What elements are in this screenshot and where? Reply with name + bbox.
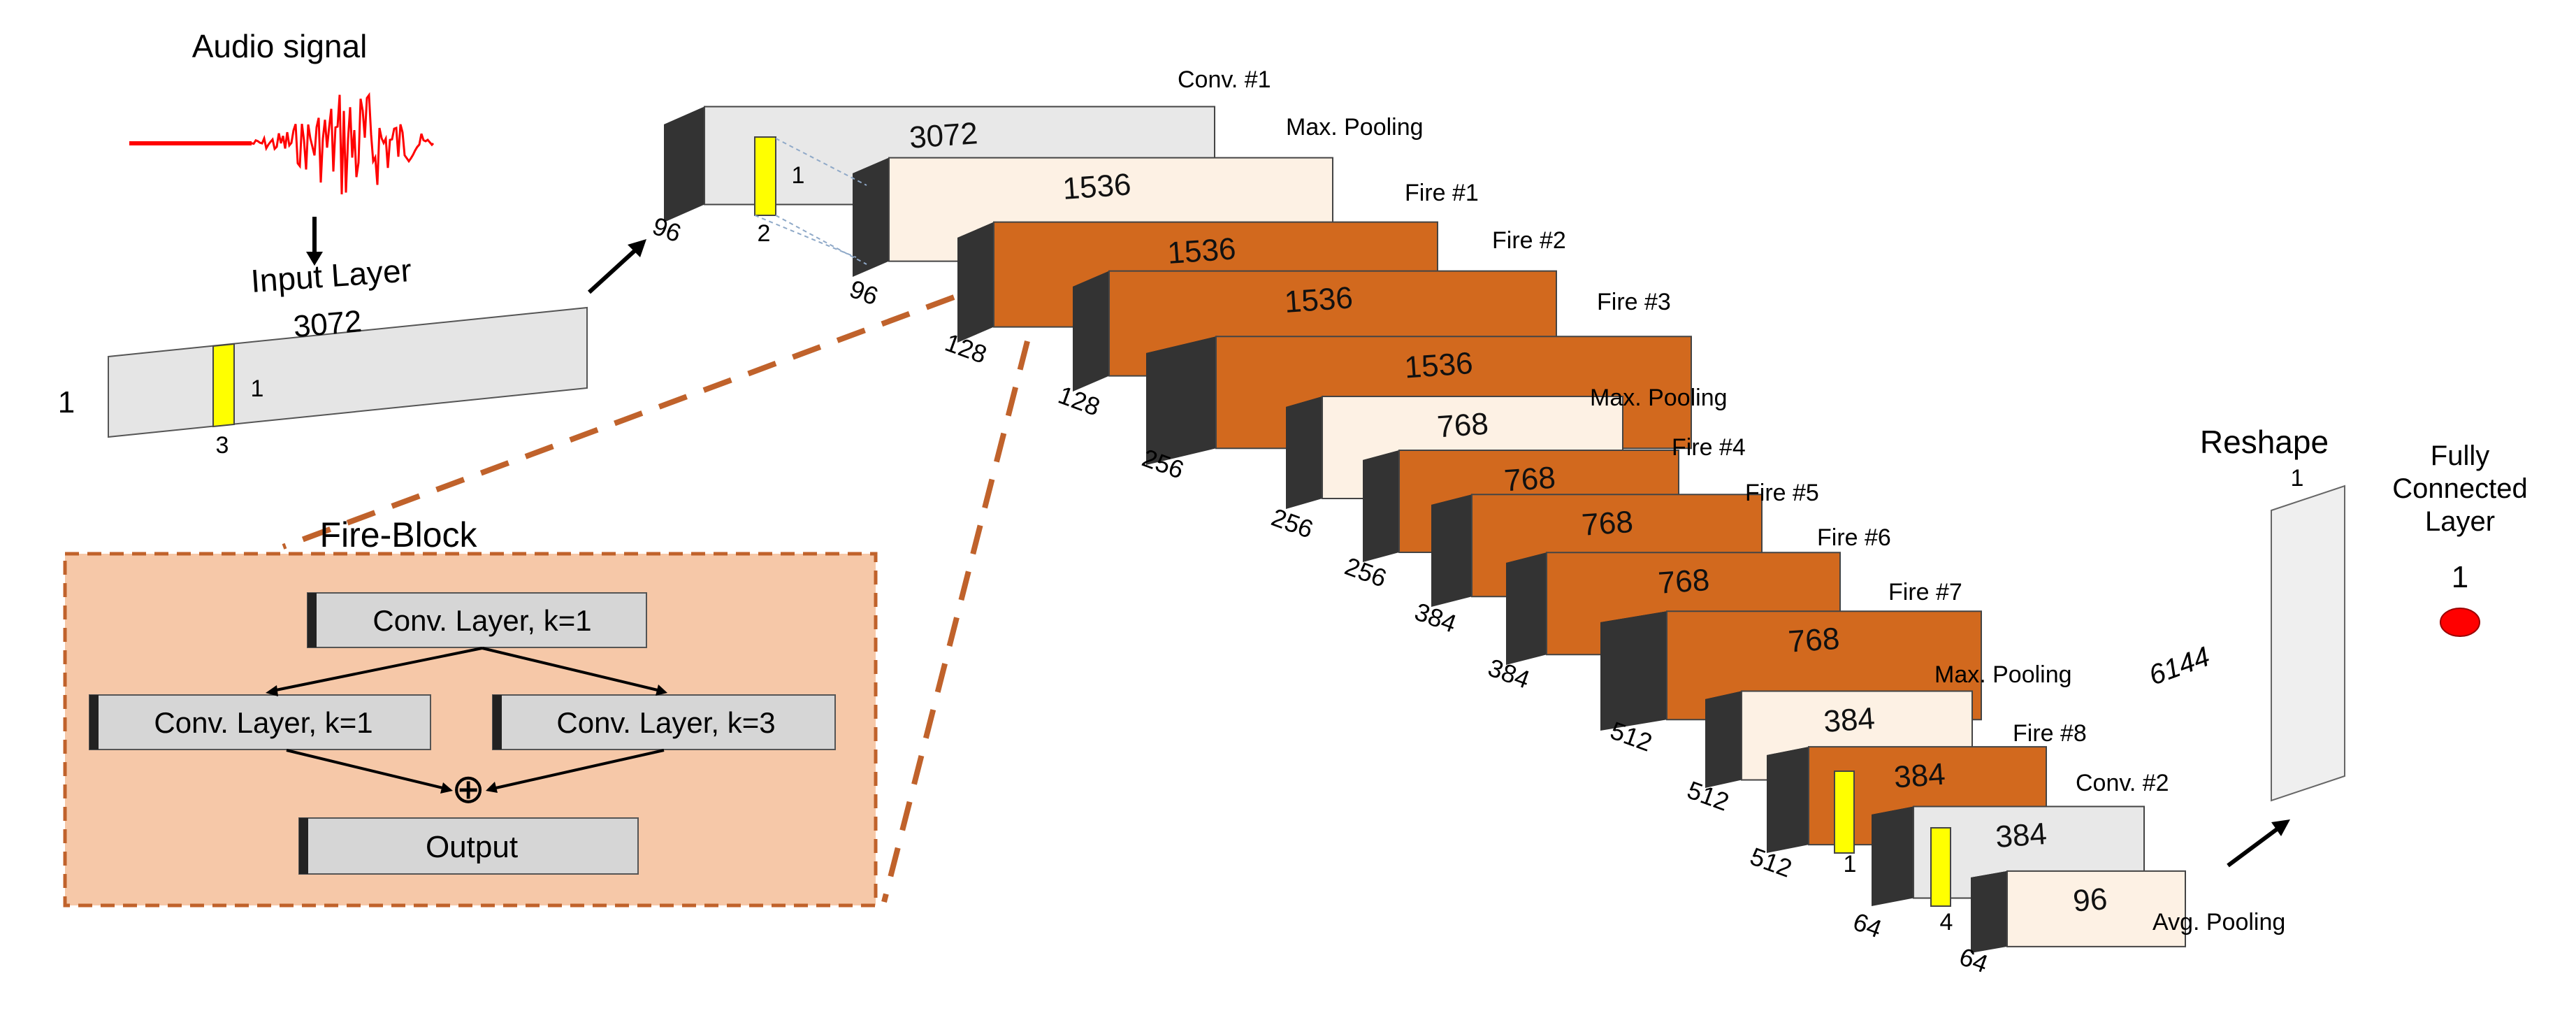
fire-block-title: Fire-Block	[319, 515, 477, 554]
layer-side-face	[1767, 747, 1809, 853]
layer-side-face	[1073, 271, 1109, 392]
layer-name-label: Fire #7	[1888, 579, 1962, 605]
audio-signal-label: Audio signal	[192, 28, 368, 64]
fc-label-line3: Layer	[2425, 506, 2495, 537]
layer-length-label: 768	[1436, 406, 1490, 444]
layer-side-face	[664, 106, 704, 222]
reshape-height-label: 6144	[2145, 641, 2214, 691]
input-layer: 3072 1 1 3	[58, 304, 588, 459]
layer-main-face	[2006, 870, 2186, 947]
layer-depth-label: 256	[1341, 552, 1390, 593]
fire-block: Fire-Block Conv. Layer, k=1 Conv. Layer,…	[63, 515, 878, 908]
conv1-kernel: 1 2	[754, 136, 867, 265]
layer-length-label: 768	[1503, 461, 1557, 499]
layer-length-label: 384	[1893, 757, 1946, 795]
arrow-down-icon	[306, 217, 323, 266]
layer-depth-label: 128	[941, 328, 990, 369]
layer-side-face	[853, 157, 889, 277]
layer-depth-label: 128	[1055, 380, 1104, 422]
arrow-to-reshape-icon	[2227, 819, 2290, 868]
fire8-kernel: 1	[1834, 770, 1857, 877]
layer-name-label: Fire #2	[1492, 227, 1566, 254]
layer-name-label: Fire #1	[1405, 180, 1479, 206]
layer-side-face	[1705, 691, 1742, 788]
reshape-label: Reshape	[2200, 424, 2329, 460]
expand3-conv-label: Conv. Layer, k=3	[556, 706, 775, 739]
input-height-label: 1	[58, 385, 75, 420]
layer-name-label: Max. Pooling	[1934, 661, 2072, 688]
layer-side-face	[1363, 450, 1399, 562]
layer-depth-label: 64	[1849, 907, 1886, 943]
layer-side-face	[1506, 552, 1547, 665]
conv1-kernel-w-label: 2	[758, 220, 771, 247]
layer-length-label: 768	[1581, 505, 1635, 543]
layer-side-face	[1431, 494, 1472, 607]
layer-side-face	[957, 222, 994, 343]
layer-length-label: 768	[1787, 622, 1841, 659]
layer-name-label: Conv. #2	[2076, 770, 2169, 796]
fc-units-label: 1	[2452, 560, 2468, 594]
layer-depth-label: 96	[846, 274, 882, 310]
layer-side-face	[1971, 870, 2007, 953]
layer-length-label: 3072	[909, 116, 979, 155]
layer-side-face	[1600, 611, 1667, 731]
fc-label-line2: Connected	[2392, 473, 2527, 504]
layer-name-label: Fire #6	[1817, 524, 1891, 551]
fc-output-node	[2440, 608, 2480, 637]
arrow-up-right-icon	[587, 239, 646, 294]
layer-length-label: 384	[1995, 817, 2048, 854]
layer-name-label: Fire #4	[1672, 434, 1746, 461]
layer-name-label: Max. Pooling	[1590, 385, 1728, 411]
conv1-kernel-h-label: 1	[792, 162, 805, 189]
conv2-kernel-w-label: 4	[1940, 909, 1953, 935]
layer-length-label: 1536	[1166, 231, 1237, 271]
input-kernel-h-label: 1	[251, 375, 264, 402]
layer-name-label: Avg. Pooling	[2152, 909, 2285, 935]
squeeze-conv-label: Conv. Layer, k=1	[372, 604, 591, 637]
layer-name-label: Fire #8	[2013, 720, 2087, 747]
input-kernel-w-label: 3	[216, 432, 229, 459]
layer-side-face	[1872, 806, 1913, 906]
input-length-label: 3072	[292, 304, 363, 344]
expand1-conv-label: Conv. Layer, k=1	[154, 706, 372, 739]
reshape-width-label: 1	[2291, 465, 2304, 492]
layer-length-label: 384	[1823, 701, 1876, 739]
output-label: Output	[426, 830, 518, 864]
layer-side-face	[1146, 336, 1216, 465]
expand1-conv-box: Conv. Layer, k=1	[89, 694, 431, 750]
fire8-kernel-h-label: 1	[1844, 851, 1857, 877]
reshape-layer: Reshape 1 6144	[2145, 424, 2345, 802]
layer-name-label: Conv. #1	[1178, 66, 1271, 93]
expand3-conv-box: Conv. Layer, k=3	[492, 694, 836, 750]
layer-name-label: Fire #3	[1597, 289, 1671, 315]
layer-name-label: Max. Pooling	[1286, 114, 1424, 141]
layer-length-label: 96	[2072, 882, 2108, 918]
fire-zoom-lines	[282, 294, 1030, 903]
layer-name-label: Fire #5	[1745, 480, 1819, 506]
fully-connected-layer: Fully Connected Layer 1	[2392, 440, 2528, 637]
layer-depth-label: 96	[649, 211, 685, 248]
waveform-line	[129, 92, 435, 194]
squeeze-conv-box: Conv. Layer, k=1	[307, 592, 647, 648]
layer-length-label: 1536	[1283, 280, 1354, 320]
layer-depth-label: 384	[1411, 597, 1460, 638]
concat-sum-icon: ⊕	[451, 766, 486, 812]
conv2-kernel: 4	[1930, 827, 1953, 935]
output-box: Output	[298, 817, 639, 875]
layer-depth-label: 256	[1268, 503, 1317, 544]
layer-length-label: 1536	[1062, 167, 1132, 206]
layer-length-label: 768	[1657, 563, 1711, 601]
audio-waveform	[129, 92, 435, 194]
layer-length-label: 1536	[1403, 346, 1474, 385]
fc-label-line1: Fully	[2431, 440, 2489, 471]
input-layer-label: Input Layer	[249, 252, 412, 299]
layer-side-face	[1286, 396, 1322, 509]
fire-block-arrows	[266, 647, 667, 794]
